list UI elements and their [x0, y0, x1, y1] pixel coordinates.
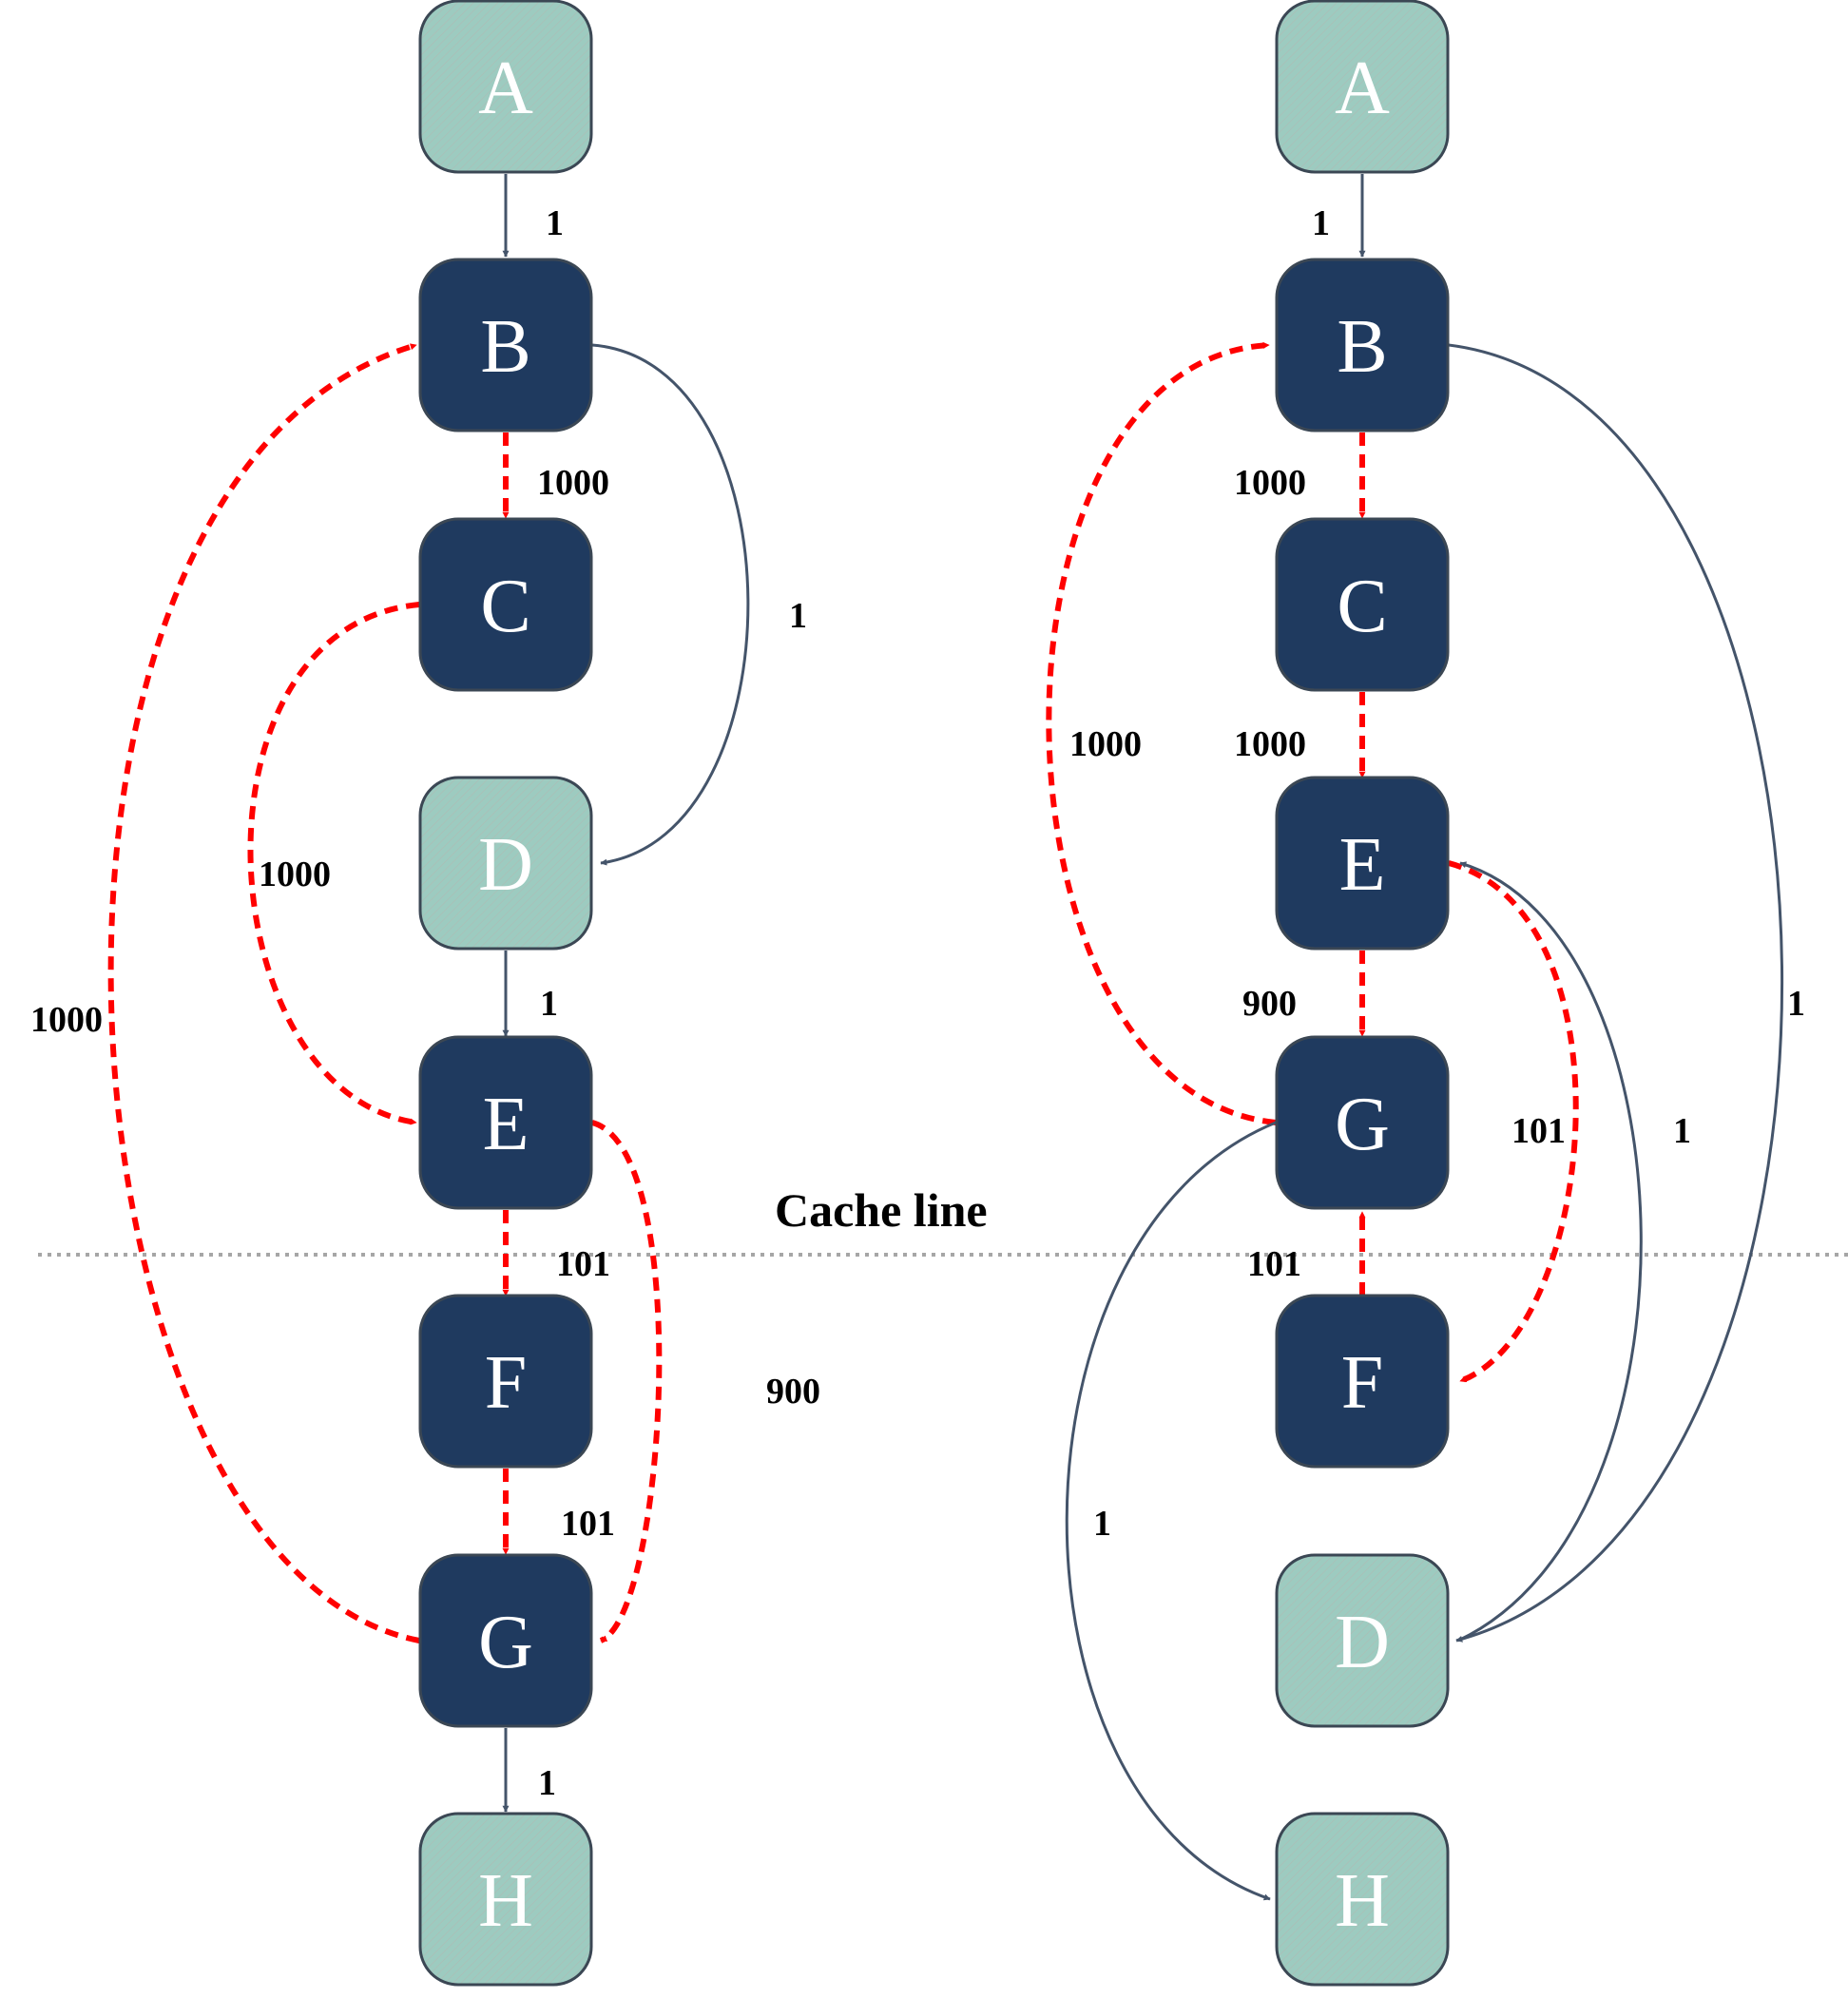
- node-box: [418, 517, 593, 692]
- node-box: [418, 776, 593, 951]
- right-graph-edge-weight-g-b: 1000: [1069, 724, 1142, 764]
- left-graph-node-c: C: [418, 517, 593, 692]
- right-graph-edge-g-b: [1046, 341, 1277, 1125]
- right-graph-edge-weight-g-h: 1: [1093, 1504, 1111, 1544]
- left-graph-node-a: A: [418, 0, 593, 174]
- node-box: [418, 0, 593, 174]
- node-box: [418, 1553, 593, 1728]
- right-graph-edge-weight-e-g: 900: [1242, 984, 1297, 1024]
- node-label: A: [478, 47, 533, 130]
- node-box: [418, 1294, 593, 1469]
- right-graph-node-c: C: [1275, 517, 1450, 692]
- right-graph-edge-g-h: [1065, 1121, 1277, 1901]
- left-graph-edge-weight-e-f: 101: [556, 1244, 610, 1284]
- right-graph-node-a: A: [1275, 0, 1450, 174]
- node-box: [1275, 1812, 1450, 1987]
- node-box: [418, 258, 593, 432]
- right-graph-node-d: D: [1275, 1553, 1450, 1728]
- right-graph-edge-weight-e-f: 101: [1511, 1111, 1566, 1151]
- node-label: C: [480, 565, 530, 648]
- node-box: [418, 1812, 593, 1987]
- right-graph-edge-weight-d-e: 1: [1673, 1111, 1691, 1151]
- left-graph-edge-e-g: [591, 1120, 663, 1643]
- right-graph-node-e: E: [1275, 776, 1450, 951]
- edge-labels-layer: 1 1000 1 1000 1 101 900 101 1000 1 1 1000 1000 900 101…: [30, 203, 1805, 1803]
- left-graph-edge-weight-b-c: 1000: [537, 463, 609, 503]
- edges-layer: [107, 174, 1784, 1901]
- right-graph-edge-d-e: [1457, 861, 1643, 1643]
- node-label: G: [478, 1601, 533, 1684]
- node-label: F: [1341, 1341, 1384, 1425]
- node-label: A: [1335, 47, 1390, 130]
- left-graph-edge-weight-d-e: 1: [540, 984, 558, 1024]
- node-label: D: [1335, 1601, 1390, 1684]
- node-box: [1275, 776, 1450, 951]
- node-label: F: [485, 1341, 528, 1425]
- left-graph-edge-c-e: [247, 602, 420, 1125]
- node-label: G: [1335, 1083, 1390, 1166]
- right-graph-node-b: B: [1275, 258, 1450, 432]
- right-graph-node-h: H: [1275, 1812, 1450, 1987]
- right-graph-node-f: F: [1275, 1294, 1450, 1469]
- right-graph-node-g: G: [1275, 1035, 1450, 1210]
- right-graph-edge-weight-c-e: 1000: [1234, 724, 1306, 764]
- right-graph-edge-weight-f-g: 101: [1247, 1244, 1301, 1284]
- node-label: B: [480, 305, 530, 389]
- left-graph-edge-weight-b-d: 1: [789, 596, 807, 636]
- nodes-layer: A B C D E F G H A B C E G F D H: [418, 0, 1450, 1987]
- node-label: H: [478, 1859, 533, 1943]
- cache-line-label: Cache line: [775, 1183, 988, 1237]
- left-graph-edge-weight-c-e: 1000: [259, 855, 331, 894]
- node-label: D: [478, 823, 533, 907]
- left-graph-edge-weight-g-h: 1: [538, 1763, 556, 1803]
- right-graph-edge-weight-b-c: 1000: [1234, 463, 1306, 503]
- node-box: [418, 1035, 593, 1210]
- node-box: [1275, 517, 1450, 692]
- left-graph-node-b: B: [418, 258, 593, 432]
- node-label: E: [483, 1083, 529, 1166]
- node-box: [1275, 1035, 1450, 1210]
- node-box: [1275, 1553, 1450, 1728]
- node-box: [1275, 1294, 1450, 1469]
- right-graph-edge-weight-b-d: 1: [1787, 984, 1805, 1024]
- left-graph-node-f: F: [418, 1294, 593, 1469]
- left-graph-node-g: G: [418, 1553, 593, 1728]
- left-graph-edge-weight-e-g: 900: [766, 1372, 820, 1412]
- right-graph-edge-b-d: [1448, 343, 1784, 1643]
- left-graph-edge-b-d: [591, 343, 750, 866]
- left-graph-node-e: E: [418, 1035, 593, 1210]
- node-label: B: [1337, 305, 1387, 389]
- left-graph-edge-weight-g-b: 1000: [30, 1000, 103, 1040]
- left-graph-edge-weight-a-b: 1: [546, 203, 564, 243]
- node-label: H: [1335, 1859, 1390, 1943]
- right-graph-edge-e-f: [1448, 860, 1579, 1384]
- right-graph-edge-weight-a-b: 1: [1312, 203, 1330, 243]
- left-graph-node-h: H: [418, 1812, 593, 1987]
- node-label: C: [1337, 565, 1387, 648]
- left-graph-edge-g-b: [107, 342, 420, 1643]
- left-graph-edge-weight-f-g: 101: [561, 1504, 615, 1544]
- node-label: E: [1339, 823, 1386, 907]
- left-graph-node-d: D: [418, 776, 593, 951]
- node-box: [1275, 258, 1450, 432]
- node-box: [1275, 0, 1450, 174]
